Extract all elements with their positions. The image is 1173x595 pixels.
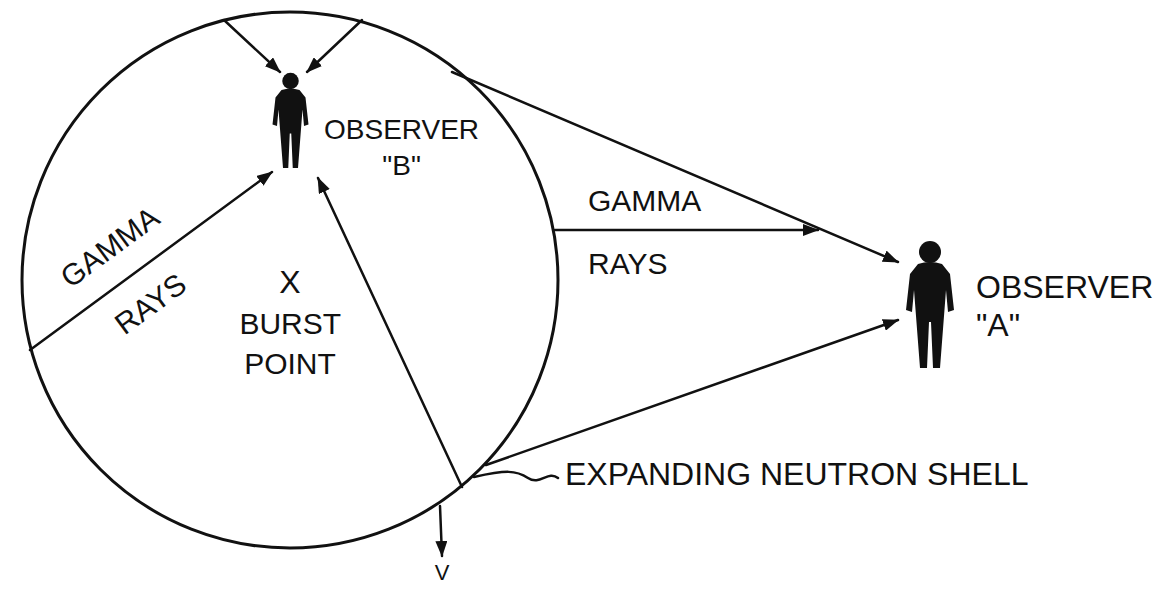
leader-line [474,472,558,480]
observer-label: OBSERVER "A" [976,268,1153,344]
observer-label: OBSERVER "B" [324,112,479,184]
observer-figure [906,241,954,368]
velocity-arrow [440,506,442,556]
gamma-ray-arrow [555,229,818,232]
burst-marker: X [279,264,300,300]
gamma-rays-label: GAMMA RAYS [44,187,217,366]
gamma-rays-label: GAMMA RAYS [588,169,700,295]
velocity-label: V [435,561,450,585]
observer-figure [273,73,309,168]
shell-callout: EXPANDING NEUTRON SHELL [565,455,1029,493]
burst-label: BURST POINT [239,304,340,384]
gamma-ray-arrow [452,72,898,262]
gamma-ray-arrow [224,20,280,72]
gamma-ray-arrow [307,20,362,72]
gamma-ray-arrow [486,320,898,465]
